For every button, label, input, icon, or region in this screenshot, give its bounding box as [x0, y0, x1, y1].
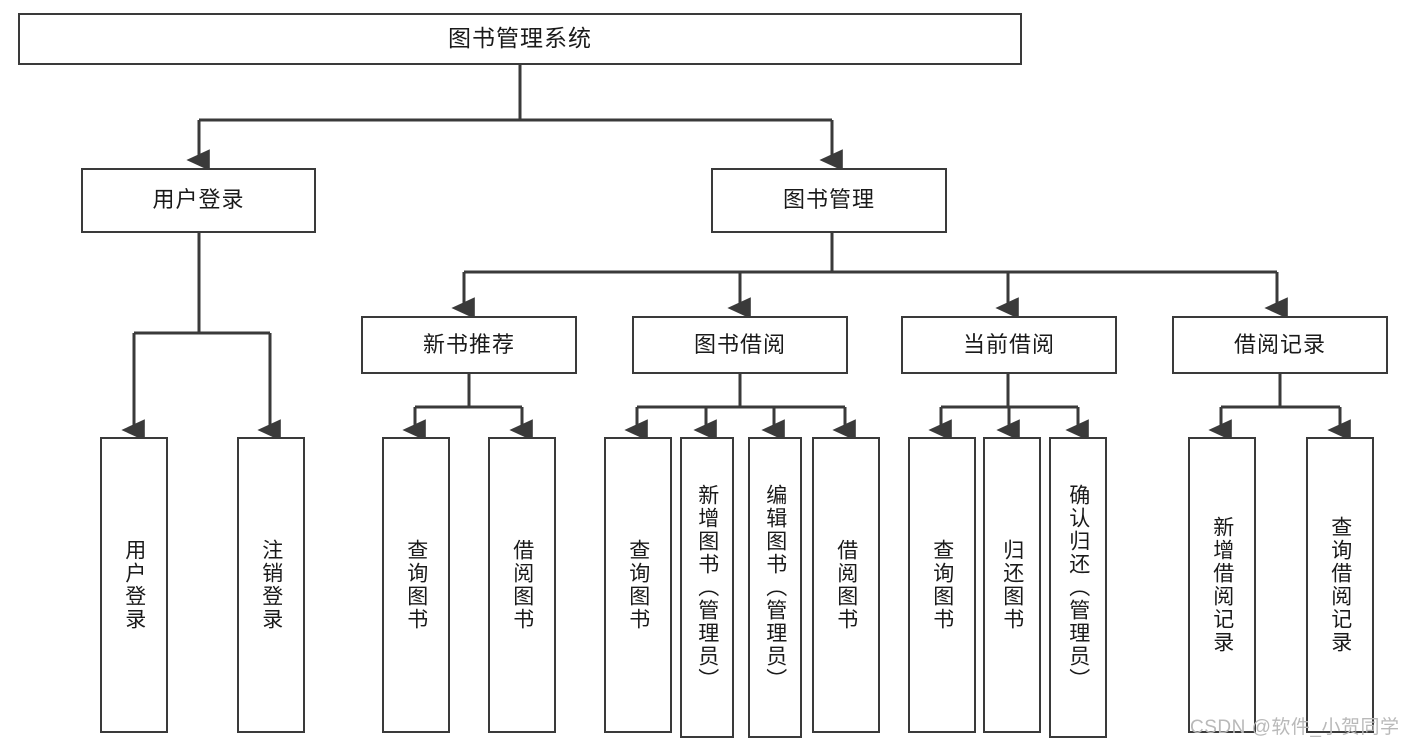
- node-label: 新增图书（管理员）: [695, 484, 719, 691]
- node-label: 图书管理系统: [448, 25, 592, 52]
- leaf-book-borrow-edit[interactable]: 编辑图书（管理员）: [748, 437, 802, 738]
- node-label: 注销登录: [259, 539, 283, 631]
- node-root-library-system[interactable]: 图书管理系统: [18, 13, 1022, 65]
- node-label: 用户登录: [122, 539, 146, 631]
- leaf-book-borrow-add[interactable]: 新增图书（管理员）: [680, 437, 734, 738]
- node-book-borrow[interactable]: 图书借阅: [632, 316, 848, 374]
- node-current-borrow[interactable]: 当前借阅: [901, 316, 1117, 374]
- node-label: 确认归还（管理员）: [1066, 484, 1090, 691]
- node-book-management[interactable]: 图书管理: [711, 168, 947, 233]
- node-label: 图书借阅: [693, 331, 786, 357]
- leaf-book-borrow-borrow[interactable]: 借阅图书: [812, 437, 880, 733]
- node-label: 查询图书: [404, 539, 428, 631]
- node-label: 借阅图书: [510, 539, 534, 631]
- node-label: 借阅图书: [834, 539, 858, 631]
- node-label: 编辑图书（管理员）: [763, 484, 787, 691]
- leaf-current-borrow-return[interactable]: 归还图书: [983, 437, 1041, 733]
- leaf-current-borrow-query[interactable]: 查询图书: [908, 437, 976, 733]
- node-label: 查询图书: [626, 539, 650, 631]
- node-label: 用户登录: [152, 187, 245, 213]
- node-label: 查询借阅记录: [1328, 516, 1352, 654]
- node-label: 新增借阅记录: [1210, 516, 1234, 654]
- leaf-book-borrow-query[interactable]: 查询图书: [604, 437, 672, 733]
- node-label: 归还图书: [1000, 539, 1024, 631]
- node-label: 查询图书: [930, 539, 954, 631]
- leaf-new-book-borrow[interactable]: 借阅图书: [488, 437, 556, 733]
- node-borrow-record[interactable]: 借阅记录: [1172, 316, 1388, 374]
- node-label: 借阅记录: [1233, 331, 1326, 357]
- csdn-watermark: CSDN @软件_小贺同学: [1190, 717, 1400, 738]
- node-label: 当前借阅: [962, 331, 1055, 357]
- leaf-current-borrow-confirm-return[interactable]: 确认归还（管理员）: [1049, 437, 1107, 738]
- node-user-login[interactable]: 用户登录: [81, 168, 316, 233]
- node-label: 图书管理: [782, 187, 875, 213]
- node-label: 新书推荐: [422, 331, 515, 357]
- leaf-user-login-signout[interactable]: 注销登录: [237, 437, 305, 733]
- node-new-book-recommend[interactable]: 新书推荐: [361, 316, 577, 374]
- leaf-borrow-record-query[interactable]: 查询借阅记录: [1306, 437, 1374, 733]
- leaf-new-book-query[interactable]: 查询图书: [382, 437, 450, 733]
- leaf-user-login-signin[interactable]: 用户登录: [100, 437, 168, 733]
- leaf-borrow-record-add[interactable]: 新增借阅记录: [1188, 437, 1256, 733]
